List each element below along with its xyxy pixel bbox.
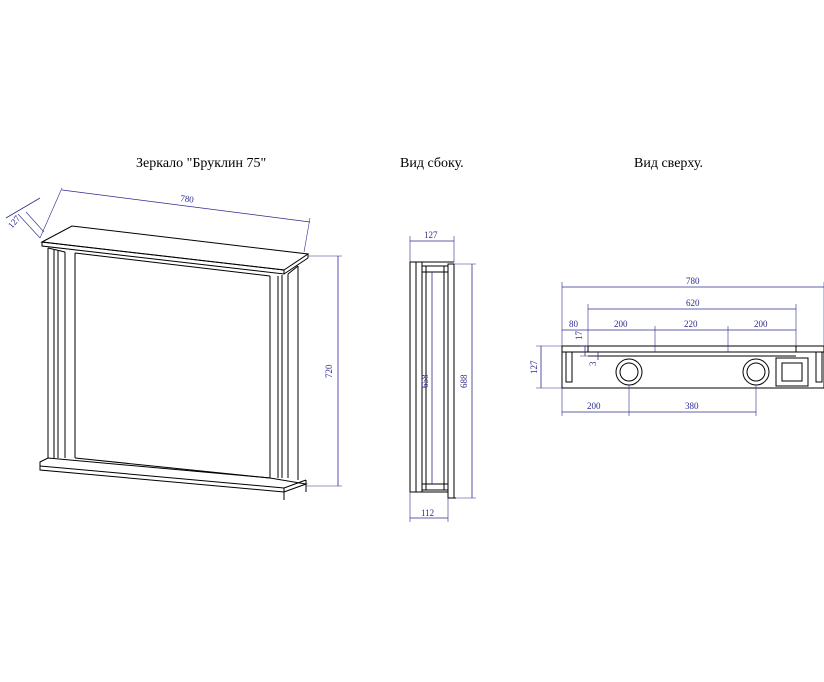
- top-seg-left-label: 200: [614, 319, 628, 329]
- front-width-label: 780: [180, 193, 195, 205]
- top-body: [561, 345, 824, 389]
- side-view: 127 658 688 112: [409, 230, 476, 522]
- side-view-title: Вид сбоку.: [400, 156, 464, 171]
- top-small-a-label: 17: [574, 331, 584, 341]
- front-bottom-shelf: [39, 457, 308, 500]
- top-small-dimensions: 17 3: [574, 331, 600, 366]
- top-hole-offset-label: 200: [587, 401, 601, 411]
- top-hole-spacing-label: 380: [685, 401, 699, 411]
- top-hole-right: [742, 358, 770, 386]
- side-body: [409, 261, 456, 499]
- top-total-width-label: 780: [686, 276, 700, 286]
- front-width-dimension: 780: [39, 187, 311, 253]
- top-view: 780 620 80 200 220 200 17: [529, 276, 824, 416]
- front-view-title: Зеркало "Бруклин 75": [136, 156, 267, 171]
- top-depth-label: 127: [529, 360, 539, 374]
- front-right-frame: [269, 265, 299, 480]
- side-outer-height-label: 688: [459, 374, 469, 388]
- front-top-shelf: [40, 225, 310, 275]
- front-height-dimension: 720: [306, 255, 342, 487]
- top-offset-dimension: 80: [562, 319, 588, 331]
- top-inner-width-dimension: 620: [587, 298, 797, 346]
- top-inner-width-label: 620: [686, 298, 700, 308]
- front-height-label: 720: [324, 364, 334, 378]
- top-view-title: Вид сверху.: [634, 156, 703, 171]
- top-socket-box: [775, 357, 809, 387]
- front-depth-dimension: 127: [5, 197, 45, 239]
- front-view: 780 127 720: [5, 187, 342, 500]
- top-small-b-label: 3: [588, 361, 598, 366]
- top-seg-mid-label: 220: [684, 319, 698, 329]
- top-offset-label: 80: [569, 319, 579, 329]
- side-inner-height-label: 658: [420, 374, 430, 388]
- side-bottom-depth-label: 112: [421, 508, 434, 518]
- side-inner-height-dimension: 658: [420, 272, 433, 484]
- top-seg-right-label: 200: [754, 319, 768, 329]
- front-mirror-panel: [74, 252, 271, 479]
- top-depth-dimension: 127: [529, 345, 562, 389]
- front-depth-label: 127: [6, 213, 23, 230]
- top-total-width-dimension: 780: [561, 276, 824, 346]
- top-segments-dimension: 200 220 200: [588, 319, 796, 352]
- side-top-depth-dimension: 127: [409, 230, 455, 262]
- side-outer-height-dimension: 688: [454, 263, 476, 499]
- top-hole-dimensions: 200 380: [561, 385, 757, 416]
- side-bottom-depth-dimension: 112: [409, 492, 449, 522]
- side-top-depth-label: 127: [424, 230, 438, 240]
- front-left-frame: [47, 247, 66, 458]
- top-hole-left: [615, 358, 643, 386]
